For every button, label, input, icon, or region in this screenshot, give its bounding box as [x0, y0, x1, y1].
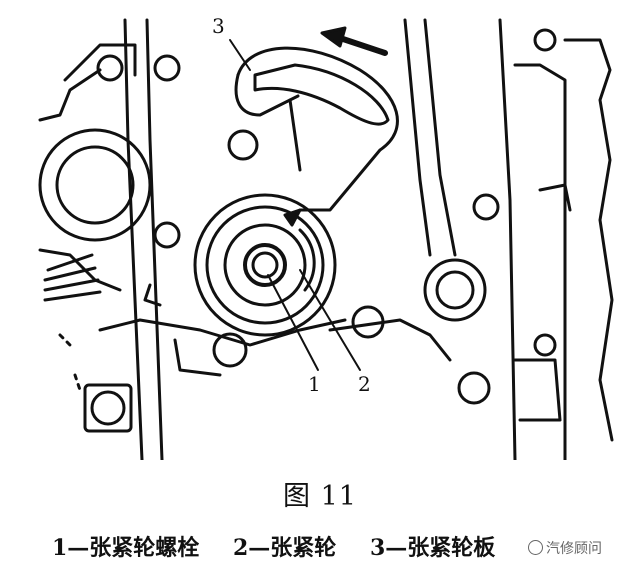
watermark-text: 汽修顾问 — [546, 541, 602, 557]
engine-timing-diagram — [38, 18, 614, 460]
callout-label-3: 3 — [212, 14, 225, 38]
figure-legend: 1—张紧轮螺栓 2—张紧轮 3—张紧轮板 — [52, 530, 521, 562]
figure-caption: 图 11 — [283, 481, 357, 512]
cylinder-head — [403, 18, 614, 460]
tensioner-pulley — [193, 193, 337, 337]
callout-leaders — [229, 39, 361, 371]
legend-item-tensioner: 2—张紧轮 — [232, 535, 337, 561]
callout-label-2: 2 — [358, 372, 371, 396]
direction-arrow-icon — [320, 26, 388, 56]
timing-belt — [123, 18, 164, 460]
circle-logo-icon — [528, 540, 543, 555]
legend-item-tensioner-bolt: 1—张紧轮螺栓 — [52, 535, 200, 561]
legend-item-tensioner-plate: 3—张紧轮板 — [369, 535, 496, 561]
water-pump-housing — [38, 43, 152, 302]
rotation-arrow-icon — [283, 208, 302, 227]
lower-bracket — [58, 318, 452, 392]
callout-label-1: 1 — [308, 372, 321, 396]
tensioner-plate — [234, 46, 399, 212]
watermark: 汽修顾问 — [525, 538, 605, 558]
